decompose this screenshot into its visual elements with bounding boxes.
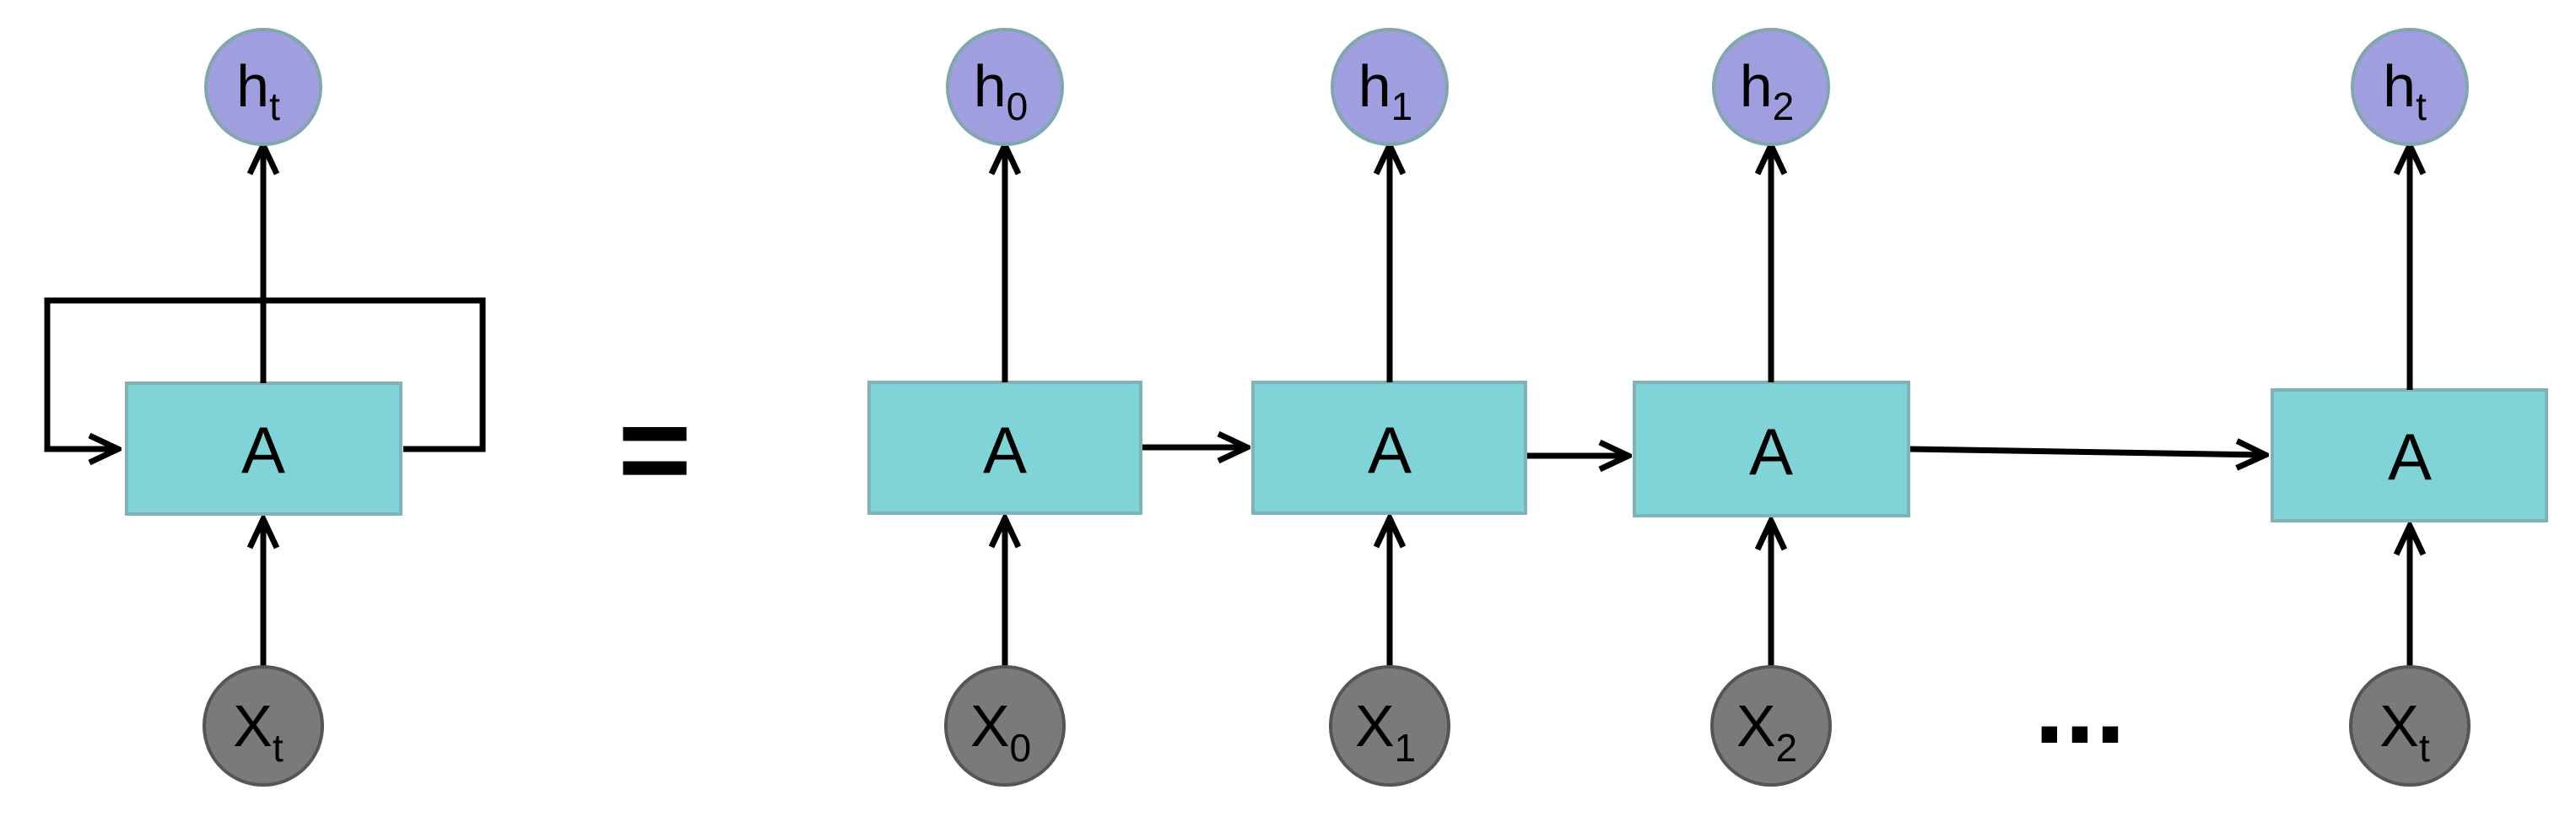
cell-label-t: A [2388, 419, 2432, 494]
input-node-1 [1329, 665, 1450, 787]
output-node-0 [946, 28, 1064, 146]
input-node-t [2349, 665, 2471, 787]
rolled-output-label: ht [236, 53, 280, 128]
cell-box-1 [1251, 381, 1527, 515]
step-2: A h2 X2 [1633, 28, 1910, 787]
input-node-2 [1710, 665, 1832, 787]
input-node-0 [944, 665, 1066, 787]
cell-label-2: A [1749, 414, 1793, 489]
output-node-2 [1712, 28, 1830, 146]
rolled-input-label: Xt [233, 693, 284, 770]
step-t: A ht Xt [2271, 28, 2548, 787]
input-label-0: X0 [970, 693, 1031, 770]
rolled-output-node [204, 28, 322, 146]
cell-box-2 [1633, 381, 1910, 517]
output-label-1: h1 [1358, 53, 1413, 128]
cell-label-0: A [983, 413, 1027, 487]
unrolled-rnn: A h0 X0 A h1 X1 A h2 X [867, 28, 2548, 787]
rolled-cell-box [125, 382, 402, 516]
step-0: A h0 X0 [867, 28, 1142, 787]
hidden-edge-2-t [1908, 449, 2265, 455]
cell-label-1: A [1368, 413, 1412, 487]
input-label-1: X1 [1355, 693, 1416, 770]
rolled-rnn: A ht Xt [44, 28, 486, 787]
output-label-t: ht [2383, 53, 2427, 128]
rolled-input-node [203, 665, 324, 787]
input-label-2: X2 [1736, 693, 1797, 770]
output-label-0: h0 [974, 53, 1029, 128]
output-label-2: h2 [1740, 53, 1795, 128]
output-node-1 [1331, 28, 1449, 146]
output-node-t [2351, 28, 2469, 146]
step-1: A h1 X1 [1251, 28, 1527, 787]
cell-box-0 [867, 381, 1142, 515]
ellipsis: ... [2034, 643, 2125, 766]
input-label-t: Xt [2379, 693, 2430, 770]
rolled-cell-label: A [241, 413, 285, 487]
equals-sign: = [618, 378, 692, 520]
